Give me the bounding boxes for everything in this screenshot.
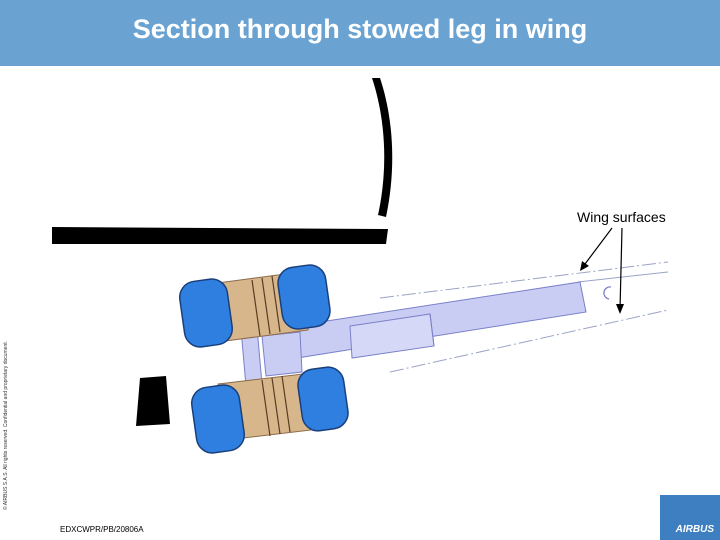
upper-axle-line: [251, 279, 261, 337]
lower-right-tyre: [297, 366, 349, 432]
page-title: Section through stowed leg in wing: [132, 14, 588, 44]
callout-arrow-lower: [619, 227, 623, 311]
upper-axle-line: [261, 277, 271, 335]
bay-floor-beam: [52, 227, 388, 244]
wing-surfaces-label: Wing surfaces: [577, 209, 666, 225]
lock-hook: [603, 286, 612, 300]
lower-axle-line: [271, 377, 281, 435]
airbus-logo: AIRBUS: [660, 495, 720, 540]
wing-upper-extension: [577, 271, 669, 283]
main-leg-joint: [429, 313, 435, 347]
upper-axle-line: [271, 275, 281, 333]
wing-upper-surface: [379, 261, 669, 299]
bay-door-block: [136, 376, 170, 426]
lower-axle-line: [261, 379, 271, 437]
bogie-pivot: [261, 331, 303, 377]
callout-arrowhead-upper: [580, 261, 589, 271]
copyright-notice: © AIRBUS S.A.S. All rights reserved. Con…: [3, 340, 9, 510]
lower-left-tyre: [190, 384, 246, 454]
bay-curved-wall: [372, 78, 393, 217]
callout-arrowhead-lower: [616, 304, 624, 314]
upper-right-tyre: [277, 264, 331, 330]
upper-left-tyre: [178, 278, 234, 348]
callout-arrow-upper: [581, 227, 613, 269]
logo-text: AIRBUS: [675, 524, 714, 535]
lower-axle-line: [281, 375, 291, 433]
header-bar: Section through stowed leg in wing: [0, 0, 720, 66]
wing-lower-surface: [389, 309, 669, 373]
document-code: EDXCWPR/PB/20806A: [60, 525, 144, 534]
